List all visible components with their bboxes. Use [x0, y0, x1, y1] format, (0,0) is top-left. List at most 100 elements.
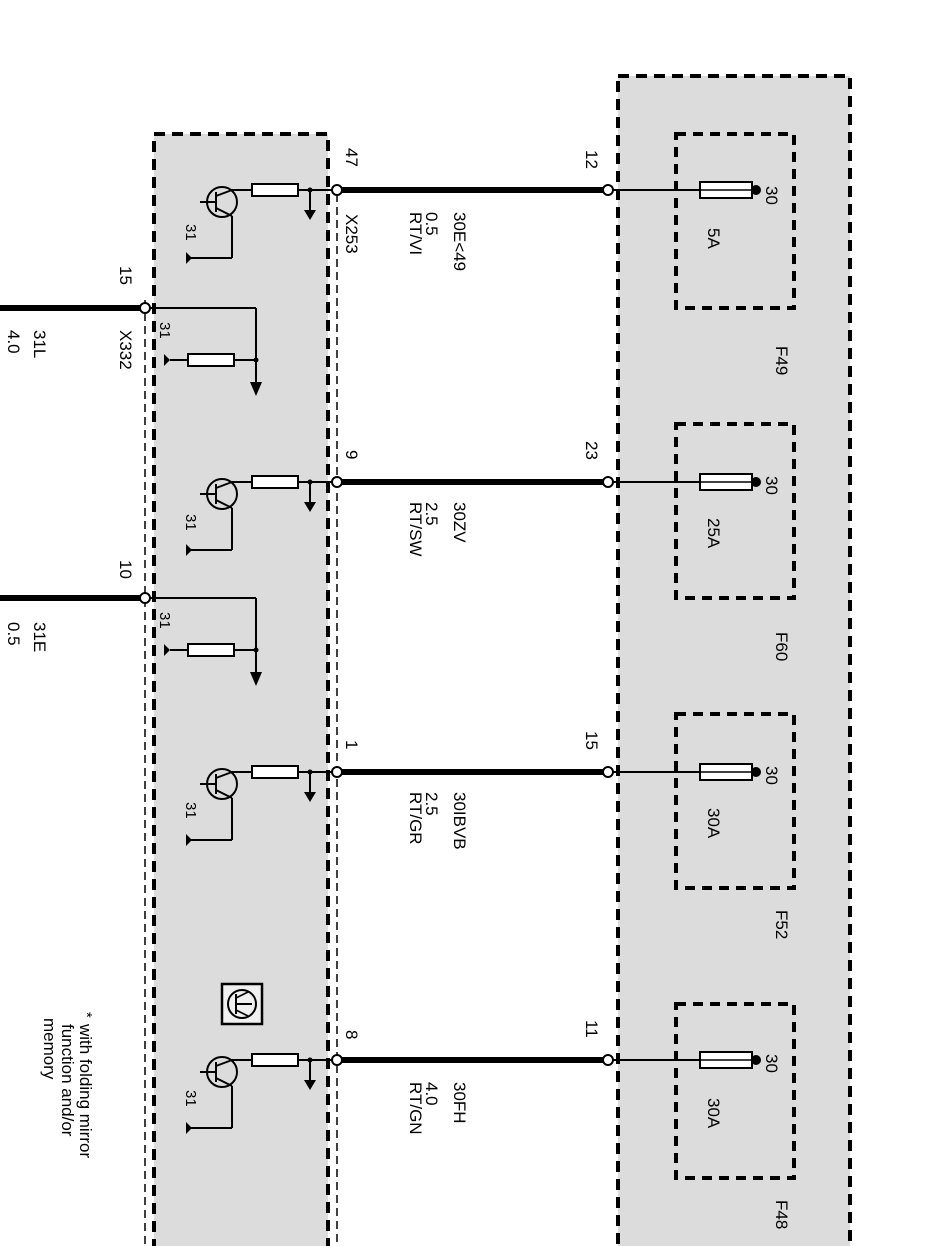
transistor-emitter	[215, 499, 233, 509]
ground-arrow	[250, 382, 262, 396]
transistor-collector	[215, 1059, 233, 1067]
wire-47-color: RT/VI	[406, 212, 425, 255]
fuse-F48	[608, 1002, 796, 1180]
ground-icon	[186, 1122, 192, 1134]
footnote-marker: *	[78, 1012, 95, 1018]
ground-icon	[164, 354, 170, 366]
fuse-F60	[608, 422, 796, 600]
transistor-emitter	[215, 789, 233, 799]
ground-10	[0, 592, 262, 686]
fuse-F52-rating: 30A	[704, 808, 723, 839]
wire-1-signal: 30IBVB	[450, 792, 469, 850]
wire-47-connector: X253	[342, 214, 361, 254]
wire-8-signal: 30FH	[450, 1082, 469, 1124]
wire-9-gauge: 2.5	[422, 502, 441, 526]
wire-connector-fuse	[602, 1054, 614, 1066]
fuse-F48-rating: 30A	[704, 1098, 723, 1129]
fuse-F60-terminal: 30	[762, 476, 781, 495]
wire-9-labels: 9 30ZV 2.5 RT/SW	[342, 450, 469, 556]
fuse-F48-terminal: 30	[762, 1054, 781, 1073]
wire-connector-module	[331, 184, 343, 196]
fuse-terminal-dot	[751, 1055, 761, 1065]
wire-connector-module	[331, 476, 343, 488]
transistor-collector	[215, 189, 233, 197]
ground-connector	[139, 302, 151, 314]
transistor-collector	[215, 481, 233, 489]
ground-15-gauge: 4.0	[4, 330, 23, 354]
wire-8-pin: 8	[342, 1030, 361, 1039]
fuse-F48-pin: 11	[582, 1020, 601, 1038]
wire-9-signal: 30ZV	[450, 502, 469, 543]
ground-connector	[139, 592, 151, 604]
wire-1-labels: 1 30IBVB 2.5 RT/GR	[342, 740, 469, 850]
fuse-terminal-dot	[751, 477, 761, 487]
ground-icon	[186, 834, 192, 846]
fuse-F49	[608, 132, 796, 310]
resistor	[251, 183, 299, 197]
fuse-holder-outline	[674, 1002, 796, 1180]
fuse-F49-pin: 12	[582, 150, 601, 169]
ground-icon	[164, 644, 170, 656]
ground-icon	[186, 252, 192, 264]
fuse-terminal-dot	[751, 185, 761, 195]
terminal-31-label: 31	[182, 1090, 199, 1107]
wire-47-pin: 47	[342, 148, 361, 167]
resistor	[187, 643, 235, 657]
resistor	[251, 1053, 299, 1067]
ground-arrow	[250, 672, 262, 686]
wire-connector-fuse	[602, 184, 614, 196]
wire-1-gauge: 2.5	[422, 792, 441, 816]
wire-47-signal: 30E<49	[450, 212, 469, 271]
ground-15	[0, 302, 262, 396]
wire-connector-module	[331, 1054, 343, 1066]
ground-10-labels: 10 31E 0.5	[4, 560, 135, 652]
fuse-F52-terminal: 30	[762, 766, 781, 785]
footnote-line-2: function and/or	[58, 1024, 77, 1137]
fuse-F49-labels: 30 5A F49 12	[582, 150, 791, 375]
fuse-F60-rating: 25A	[704, 518, 723, 549]
fuse-holder-outline	[674, 422, 796, 600]
fuse-F48-labels: 30 30A F48 11	[582, 1020, 791, 1229]
fuse-holder-outline	[674, 712, 796, 890]
diode-symbol	[304, 210, 316, 220]
wire-9-pin: 9	[342, 450, 361, 459]
ground-15-signal: 31L	[30, 330, 49, 358]
wire-9-color: RT/SW	[406, 502, 425, 556]
ground-15-connector: X332	[116, 330, 135, 370]
wire-connector-fuse	[602, 766, 614, 778]
wire-8	[186, 1053, 614, 1134]
terminal-31-label: 31	[156, 322, 173, 339]
terminal-31-label: 31	[156, 612, 173, 629]
resistor	[251, 475, 299, 489]
wire-1-color: RT/GR	[406, 792, 425, 845]
fuse-F52-id: F52	[772, 910, 791, 939]
fuse-terminal-dot	[751, 767, 761, 777]
ground-10-pin: 10	[116, 560, 135, 579]
terminal-31-label: 31	[182, 224, 199, 241]
wire-47-gauge: 0.5	[422, 212, 441, 236]
footnote: * with folding mirror function and/or me…	[40, 1012, 95, 1158]
resistor	[187, 353, 235, 367]
ground-15-pin: 15	[116, 266, 135, 285]
wire-8-color: RT/GN	[406, 1082, 425, 1135]
fuse-holder-outline	[674, 132, 796, 310]
junction-dot	[253, 647, 259, 653]
transistor-emitter	[215, 207, 233, 217]
fuse-F52	[608, 712, 796, 890]
ground-10-signal: 31E	[30, 622, 49, 652]
fuse-F49-id: F49	[772, 346, 791, 375]
terminal-31-labels: 31 31 31 31 31 31	[156, 224, 199, 1107]
wire-47-labels: 47 30E<49 0.5 RT/VI X253	[342, 148, 469, 271]
wire-1-pin: 1	[342, 740, 361, 749]
transistor-collector	[215, 771, 233, 779]
diode-symbol	[304, 502, 316, 512]
wire-9	[186, 475, 614, 556]
ground-icon	[186, 544, 192, 556]
resistor	[251, 765, 299, 779]
wire-1	[186, 765, 614, 846]
fuse-F49-terminal: 30	[762, 186, 781, 205]
wire-connector-fuse	[602, 476, 614, 488]
footnote-line-3: memory	[40, 1018, 59, 1080]
fuse-F52-pin: 15	[582, 731, 601, 750]
